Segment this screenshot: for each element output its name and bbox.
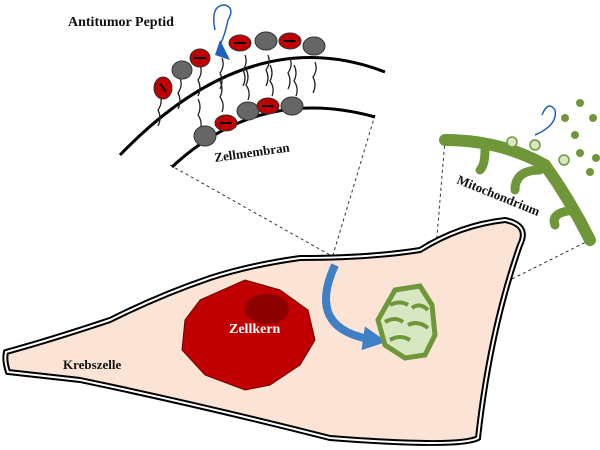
label-membrane: Zellmembran	[213, 139, 291, 165]
transport-arrow	[322, 263, 387, 351]
peptide-icon	[213, 4, 232, 60]
nucleus	[181, 279, 316, 391]
label-cell: Krebszelle	[63, 357, 121, 372]
label-mitochondrion: Mitochondrium	[455, 172, 542, 219]
inner-leaflet-heads	[193, 96, 304, 147]
label-nucleus: Zellkern	[229, 322, 281, 337]
mitochondrion-zoom	[439, 134, 596, 246]
released-peptides	[561, 99, 600, 176]
mitochondrion-small	[375, 283, 438, 361]
label-peptide: Antitumor Peptid	[68, 15, 174, 30]
mito-membrane-lipids	[506, 136, 570, 166]
mito-peptide-icon	[534, 105, 557, 136]
nucleolus	[245, 294, 289, 324]
membrane-zoom-lines	[169, 114, 376, 256]
membrane-bilayer	[118, 4, 386, 169]
